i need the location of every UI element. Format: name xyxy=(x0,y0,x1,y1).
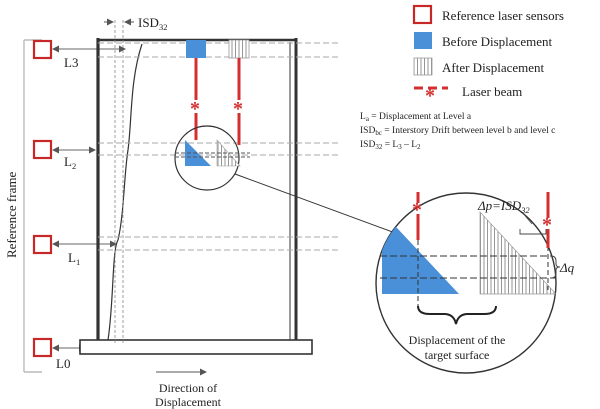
zoom-caption-line1: Displacement of the xyxy=(409,333,506,347)
top-targets xyxy=(186,39,250,59)
building-structure xyxy=(79,20,340,355)
legend-sensor-label: Reference laser sensors xyxy=(442,8,564,23)
after-target-top xyxy=(228,39,250,59)
isd-top-indicator: ISD32 xyxy=(104,15,167,32)
svg-text:*: * xyxy=(425,85,435,107)
isd-top-label: ISD32 xyxy=(138,15,167,32)
definition-line-3: ISD32 = L3 – L2 xyxy=(360,140,421,151)
level-label-l2: L2 xyxy=(64,154,76,171)
svg-text:*: * xyxy=(190,98,200,120)
before-target-top xyxy=(186,40,206,58)
legend-before-label: Before Displacement xyxy=(442,34,552,49)
zoom-caption-line2: target surface xyxy=(425,348,490,362)
definitions: La = Displacement at Level a ISDbc = Int… xyxy=(360,112,555,151)
sensor-level-0 xyxy=(32,337,53,358)
sensor-level-1 xyxy=(32,234,53,255)
level-arrows xyxy=(52,45,126,352)
dq-label: Δq xyxy=(559,260,575,275)
legend: Reference laser sensors Before Displacem… xyxy=(412,4,564,107)
legend-after-label: After Displacement xyxy=(442,60,545,75)
reference-frame-label: Reference frame xyxy=(4,172,19,258)
legend-after-swatch xyxy=(413,57,433,76)
sensor-level-2 xyxy=(32,139,53,160)
definition-line-1: La = Displacement at Level a xyxy=(360,112,472,123)
level-label-l1: L1 xyxy=(68,250,80,267)
sensor-level-3 xyxy=(32,39,53,60)
legend-beam-label: Laser beam xyxy=(462,84,522,99)
svg-text:*: * xyxy=(412,199,422,221)
direction-line2: Displacement xyxy=(155,395,222,409)
level-label-l0: L0 xyxy=(56,356,70,371)
zoom-connector xyxy=(234,173,399,235)
legend-before-swatch xyxy=(414,32,432,49)
direction-indicator: Direction of Displacement xyxy=(155,368,222,409)
svg-text:*: * xyxy=(233,98,243,120)
sensor-group xyxy=(32,39,53,358)
small-detail-circle xyxy=(174,125,250,191)
reference-frame: Reference frame xyxy=(4,39,42,373)
level-label-l3: L3 xyxy=(64,55,78,70)
zoom-detail: * * Δp=ISD32 Δq Displacement of the targ… xyxy=(375,192,575,374)
legend-sensor-swatch xyxy=(412,4,433,25)
laser-beams: * * xyxy=(190,58,243,145)
dp-label: Δp=ISD32 xyxy=(477,198,530,215)
definition-line-2: ISDbc = Interstory Drift between level b… xyxy=(360,125,555,137)
svg-text:*: * xyxy=(542,214,552,236)
direction-line1: Direction of xyxy=(159,381,217,395)
